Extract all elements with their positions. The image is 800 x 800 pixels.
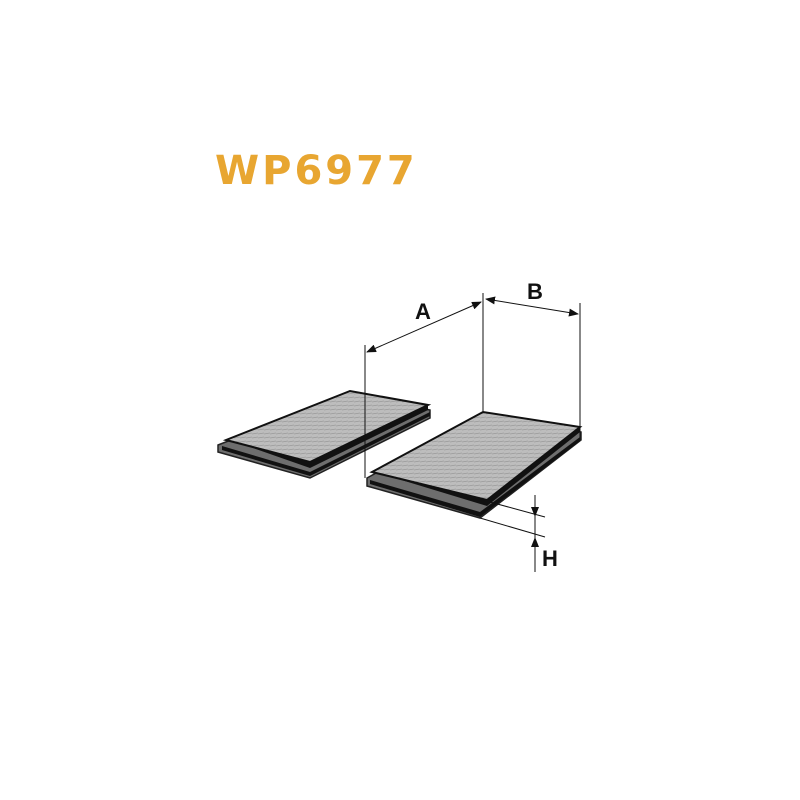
dimension-lines (364, 293, 581, 572)
left-filter-panel (217, 389, 432, 479)
product-code-title: WP6977 (215, 148, 418, 194)
dimension-a-arrow (366, 301, 482, 353)
dimension-b-label: B (527, 279, 543, 304)
dimension-a-label: A (415, 299, 431, 324)
dimension-h-label: H (542, 546, 558, 571)
dimension-b-arrow (485, 296, 579, 317)
